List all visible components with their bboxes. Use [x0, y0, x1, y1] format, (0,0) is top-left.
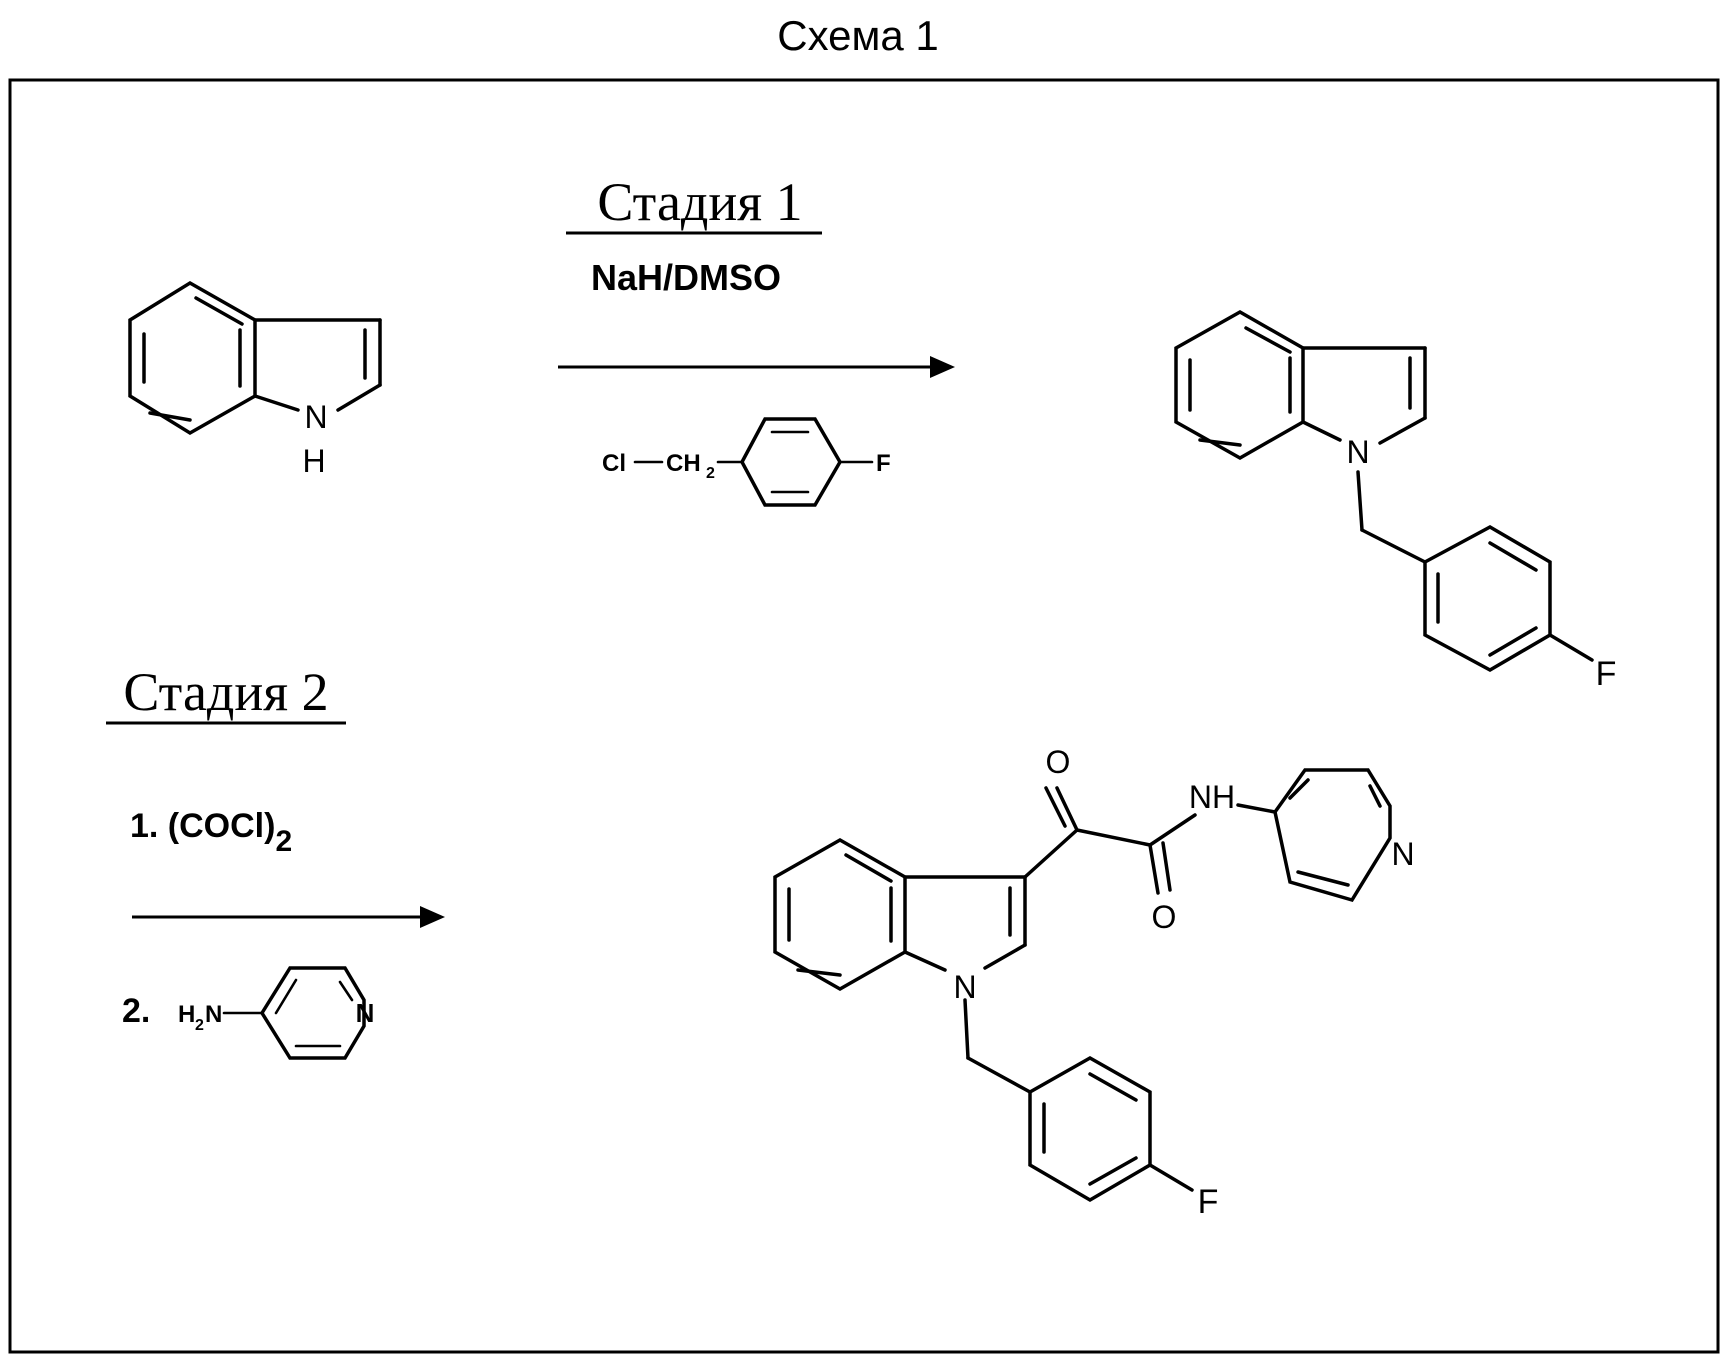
- product2-o-top-label: O: [1046, 744, 1071, 780]
- stage2-aminopyridine: 2. H 2 N N: [122, 968, 374, 1058]
- stage1-cl-label: Cl: [602, 450, 626, 477]
- product2-structure: [775, 770, 1390, 1200]
- stage1-reagent-top: NaH/DMSO: [591, 257, 781, 298]
- stage1-ch2-subscript: 2: [706, 465, 715, 482]
- product2-nh-label: NH: [1189, 779, 1235, 815]
- stage2-step1-text: 1. (COCl): [130, 807, 275, 845]
- indole-structure: [130, 283, 380, 433]
- stage2-h-subscript: 2: [195, 1017, 204, 1034]
- stage2-arrow-head: [420, 906, 445, 928]
- stage2-step1-subscript: 2: [275, 825, 292, 858]
- stage1-arrow-head: [930, 356, 955, 378]
- product1-f-label: F: [1596, 655, 1617, 693]
- scheme-title: Схема 1: [777, 12, 938, 59]
- stage2-step1: 1. (COCl)2: [130, 807, 292, 858]
- stage1-f-label: F: [876, 450, 891, 477]
- stage1-ch2-label: CH: [666, 450, 701, 477]
- product2-o-bottom-label: O: [1152, 899, 1177, 935]
- stage2-n-label: N: [205, 1001, 222, 1028]
- stage1-label: Стадия 1: [597, 172, 802, 232]
- product2-f-label: F: [1198, 1183, 1219, 1221]
- indole-n-label: N: [304, 399, 327, 435]
- stage2-step2-number: 2.: [122, 992, 150, 1030]
- product1-n-label: N: [1346, 434, 1369, 470]
- stage2-label: Стадия 2: [123, 662, 328, 722]
- stage2-h-label: H: [178, 1001, 195, 1028]
- product2-pyridine-n-label: N: [1391, 836, 1414, 872]
- stage2-pyridine-n-label: N: [356, 998, 375, 1028]
- product2-indole-n-label: N: [953, 969, 976, 1005]
- stage1-reagent-bottom: Cl CH 2 F: [602, 419, 891, 505]
- product1-structure: [1176, 312, 1592, 670]
- indole-h-label: H: [302, 443, 325, 479]
